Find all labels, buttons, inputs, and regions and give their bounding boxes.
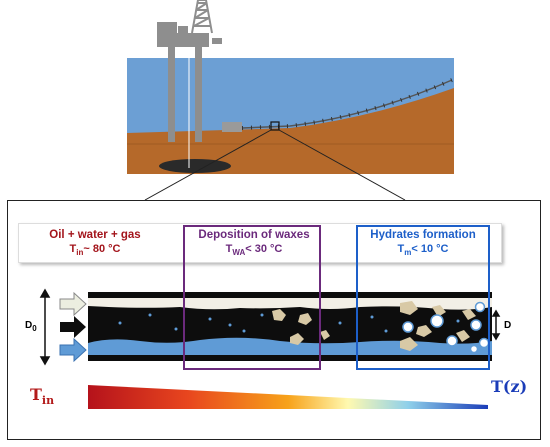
inflow-arrow-water (59, 337, 87, 363)
pipeline (241, 79, 453, 129)
hydrates-title: Hydrates formation (370, 229, 476, 241)
hydrates-label: Hydrates formation Tm< 10 °C (358, 228, 488, 260)
water-layer (88, 337, 492, 355)
platform-deck (157, 33, 209, 47)
temperature-gradient (88, 385, 488, 409)
diameter-arrow-initial (39, 288, 51, 366)
zoom-line-right (278, 129, 406, 200)
pipe-wall-bottom (88, 355, 492, 361)
pipe-cross-section (39, 288, 501, 366)
diameter-label-reduced: D (504, 320, 512, 331)
waxes-section-frame (183, 225, 321, 370)
inflow-arrow-gas (59, 291, 87, 317)
gradient-start-label: Tin (30, 385, 55, 408)
header-strip (18, 223, 502, 263)
offshore-scene (127, 0, 454, 200)
wax-deposits (272, 301, 476, 351)
gradient-end-label: T(z) (491, 377, 528, 396)
waxes-title: Deposition of waxes (198, 229, 310, 241)
pipe-wall-top (88, 292, 492, 298)
oil-temperature: Tin~ 80 °C (69, 243, 121, 258)
diameter-arrow-reduced (491, 309, 501, 341)
derrick-tower (191, 0, 213, 34)
waxes-label: Deposition of waxes TWA< 30 °C (185, 228, 323, 260)
platform-leg-right (195, 42, 202, 142)
oil-reservoir (159, 159, 231, 173)
hydrates-section-frame (356, 225, 490, 370)
gradient-wedge (88, 385, 488, 409)
zoom-marker (270, 121, 280, 131)
hydrate-bubbles (402, 301, 490, 354)
oil-label: Oil + water + gas Tin~ 80 °C (20, 228, 170, 260)
diameter-label-initial: D0 (25, 320, 37, 333)
zoom-line-left (144, 129, 272, 200)
inflow-arrow-oil (60, 316, 86, 338)
droplets (118, 313, 460, 333)
waxes-temperature: TWA< 30 °C (225, 243, 283, 258)
oil-title: Oil + water + gas (49, 229, 141, 241)
wax-layer-top (88, 298, 492, 310)
wellhead (222, 122, 242, 132)
platform-leg-left (168, 42, 175, 142)
hydrates-temperature: Tm< 10 °C (397, 243, 449, 258)
